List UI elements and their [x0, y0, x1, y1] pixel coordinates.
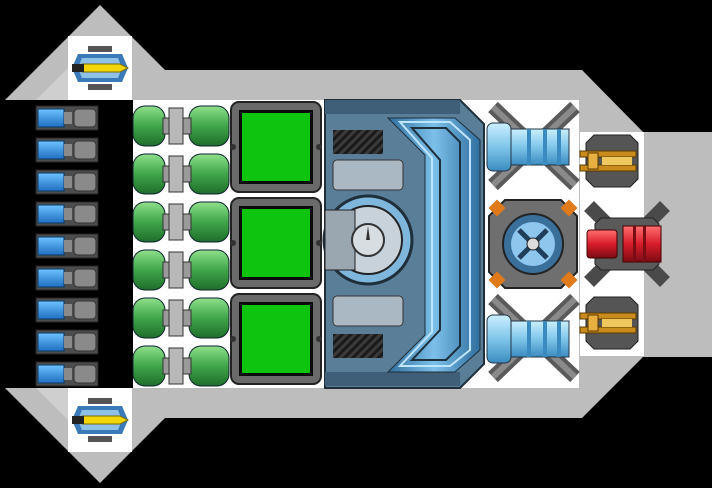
fuel-tank-icon[interactable]	[132, 297, 230, 339]
gun-bottom-icon[interactable]	[579, 296, 639, 350]
battery-icon[interactable]	[35, 201, 99, 227]
gun-top-icon[interactable]	[579, 134, 639, 188]
battery-icon[interactable]	[35, 361, 99, 387]
laser-turret-icon[interactable]	[584, 201, 670, 287]
thruster-bottom-icon[interactable]	[486, 293, 580, 383]
fuel-tank-icon[interactable]	[132, 345, 230, 387]
battery-icon[interactable]	[35, 297, 99, 323]
fuel-tank-icon[interactable]	[132, 201, 230, 243]
fuel-tank-icon[interactable]	[132, 105, 230, 147]
battery-icon[interactable]	[35, 137, 99, 163]
battery-column	[35, 105, 99, 387]
battery-icon[interactable]	[35, 169, 99, 195]
fuel-tank-icon[interactable]	[132, 153, 230, 195]
battery-icon[interactable]	[35, 105, 99, 131]
fuel-tanks	[132, 105, 230, 387]
cannon-bottom-icon[interactable]	[72, 398, 130, 442]
cannon-top-icon[interactable]	[72, 46, 130, 90]
gyroscope-icon[interactable]	[488, 199, 578, 289]
battery-icon[interactable]	[35, 233, 99, 259]
screen-icon[interactable]	[230, 101, 322, 193]
battery-icon[interactable]	[35, 329, 99, 355]
screen-icon[interactable]	[230, 197, 322, 289]
control-screens	[230, 101, 322, 385]
thruster-top-icon[interactable]	[486, 101, 580, 191]
battery-icon[interactable]	[35, 265, 99, 291]
reactor-icon[interactable]	[322, 99, 485, 389]
screen-icon[interactable]	[230, 293, 322, 385]
fuel-tank-icon[interactable]	[132, 249, 230, 291]
